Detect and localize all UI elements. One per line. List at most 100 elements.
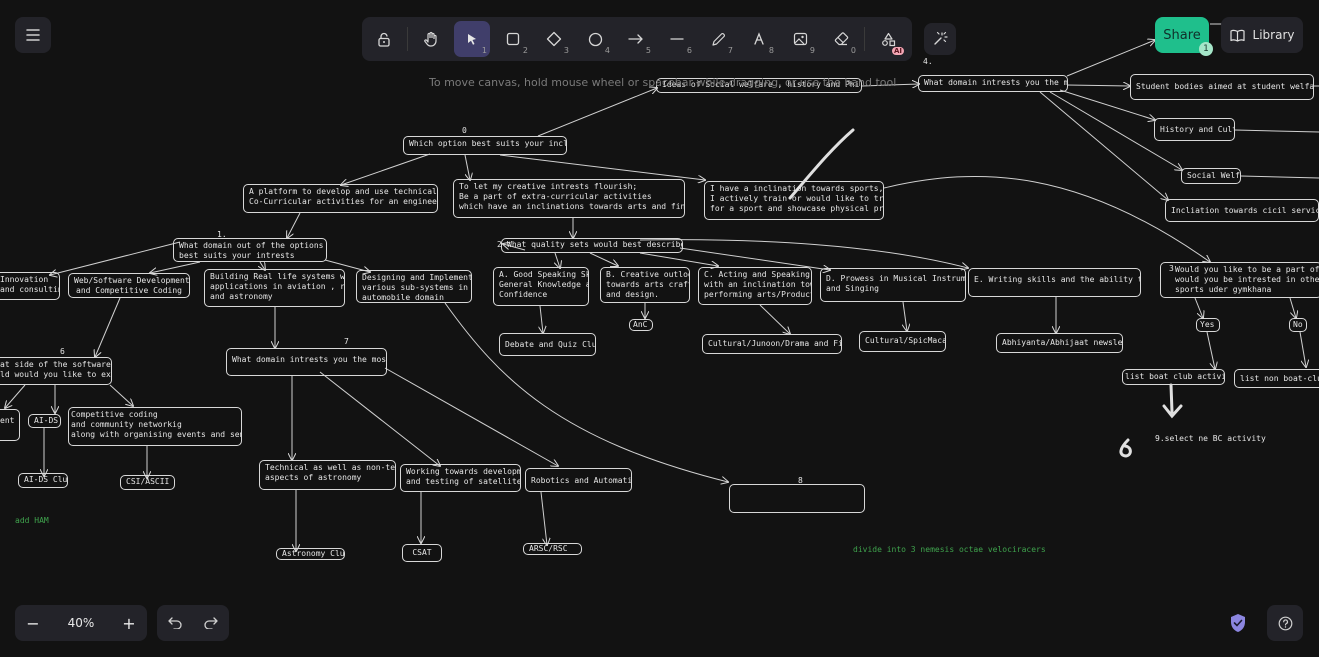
- node-root-question[interactable]: Which option best suits your inclination…: [403, 136, 567, 155]
- tool-selection[interactable]: 1: [454, 21, 490, 57]
- tool-ellipse[interactable]: 4: [577, 21, 613, 57]
- connector[interactable]: [1066, 40, 1155, 77]
- main-menu-button[interactable]: [15, 17, 51, 53]
- node-ai-ds-club[interactable]: AI-DS Club: [18, 473, 68, 488]
- connector[interactable]: [95, 297, 121, 357]
- node-no[interactable]: No: [1289, 318, 1307, 332]
- connector[interactable]: [1039, 91, 1168, 200]
- node-spicmacay[interactable]: Cultural/SpicMacay: [859, 331, 946, 352]
- connector[interactable]: [639, 239, 968, 268]
- connector[interactable]: [1059, 89, 1155, 120]
- node-non-boat-list[interactable]: list non boat-club a: [1234, 369, 1319, 388]
- node-innovation[interactable]: Innovation and consulting: [0, 272, 60, 300]
- node-csat[interactable]: CSAT: [402, 544, 442, 562]
- node-social-welfare[interactable]: Social Welfare: [1181, 168, 1241, 184]
- node-8-empty[interactable]: [729, 484, 865, 513]
- tool-image[interactable]: 9: [782, 21, 818, 57]
- freehand-arrow[interactable]: [1162, 383, 1183, 419]
- node-creative-outlook[interactable]: B. Creative outlook towards arts craft a…: [600, 267, 690, 303]
- connector[interactable]: [1194, 297, 1203, 318]
- node-domain-7[interactable]: What domain intrests you the most: [226, 348, 387, 376]
- node-social-welfare-ideas[interactable]: Ideas of Social welfare , history and Ph…: [656, 78, 862, 93]
- freehand-stroke[interactable]: [1119, 438, 1132, 458]
- laser-pointer-button[interactable]: [924, 23, 956, 55]
- node-civil-services[interactable]: Incliation towards cicil services: [1165, 199, 1319, 222]
- node-domain-4[interactable]: What domain intrests you the most: [918, 75, 1068, 92]
- connector[interactable]: [540, 491, 547, 545]
- connector[interactable]: [540, 305, 543, 333]
- connector[interactable]: [883, 175, 1210, 262]
- tool-diamond[interactable]: 3: [536, 21, 572, 57]
- node-cultural-drama[interactable]: Cultural/Junoon/Drama and Film: [702, 334, 842, 354]
- node-ent[interactable]: ent: [0, 409, 20, 441]
- connector[interactable]: [679, 247, 830, 270]
- node-boat-club-list[interactable]: list boat club activities: [1122, 369, 1225, 385]
- connector[interactable]: [1289, 297, 1296, 318]
- connector[interactable]: [341, 153, 431, 185]
- library-button[interactable]: Library: [1221, 17, 1303, 53]
- tool-line[interactable]: 6: [659, 21, 695, 57]
- node-csi-ascii[interactable]: CSI/ASCII: [120, 475, 175, 490]
- connector[interactable]: [444, 302, 728, 482]
- connector[interactable]: [260, 261, 265, 270]
- node-student-bodies[interactable]: Student bodies aimed at student welfare: [1130, 74, 1314, 100]
- node-web-software[interactable]: Web/Software Development and Competitive…: [68, 273, 190, 298]
- connector[interactable]: [759, 304, 790, 334]
- tool-hand[interactable]: [413, 21, 449, 57]
- node-astronomy-club[interactable]: Astronomy Club: [276, 548, 345, 560]
- node-arsc-rsc[interactable]: ARSC/RSC: [523, 543, 582, 555]
- tool-more-shapes[interactable]: AI: [870, 21, 906, 57]
- zoom-level[interactable]: 40%: [67, 616, 95, 630]
- node-history-culture[interactable]: History and Culture: [1154, 118, 1235, 141]
- node-real-life-systems[interactable]: Building Real life systems with applicat…: [204, 269, 345, 307]
- connector[interactable]: [537, 88, 657, 137]
- connector[interactable]: [1049, 91, 1182, 170]
- node-competitive-coding[interactable]: Competitive coding and community network…: [68, 407, 242, 446]
- connector[interactable]: [1066, 85, 1130, 86]
- undo-button[interactable]: [168, 614, 182, 633]
- node-anc[interactable]: AnC: [629, 319, 653, 331]
- connector[interactable]: [1206, 331, 1215, 369]
- node-automobile[interactable]: Designing and Implementing various sub-s…: [356, 270, 472, 303]
- node-robotics[interactable]: Robotics and Automation: [525, 468, 632, 492]
- note-divide[interactable]: divide into 3 nemesis octae velociracers: [853, 545, 1046, 554]
- note-add-ham[interactable]: add HAM: [15, 516, 49, 525]
- connector[interactable]: [319, 371, 440, 466]
- connector[interactable]: [1240, 175, 1319, 179]
- node-speaking[interactable]: A. Good Speaking Skills General Knowledg…: [493, 267, 589, 306]
- node-music[interactable]: D. Prowess in Musical Instruments and Si…: [820, 268, 966, 302]
- note-select-bc[interactable]: 9.select ne BC activity: [1155, 434, 1266, 443]
- node-technical[interactable]: A platform to develop and use technical …: [243, 184, 438, 213]
- node-ai-ds[interactable]: AI-DS: [28, 414, 61, 428]
- connector[interactable]: [903, 301, 907, 331]
- node-domain-1[interactable]: What domain out of the options given bes…: [173, 238, 327, 262]
- connector[interactable]: [1234, 129, 1319, 133]
- node-debate-quiz[interactable]: Debate and Quiz Club: [499, 333, 596, 356]
- node-quality-2[interactable]: What quality sets would best describe yo…: [501, 238, 683, 253]
- node-creative[interactable]: To let my creative intrests flourish; Be…: [453, 179, 685, 218]
- connector[interactable]: [50, 241, 181, 275]
- encryption-badge[interactable]: [1226, 610, 1250, 636]
- connector[interactable]: [503, 244, 526, 251]
- freehand-stroke[interactable]: [788, 128, 855, 200]
- tool-draw[interactable]: 7: [700, 21, 736, 57]
- redo-button[interactable]: [204, 614, 218, 633]
- help-button[interactable]: [1267, 605, 1303, 641]
- connector[interactable]: [5, 384, 26, 408]
- connector[interactable]: [287, 212, 301, 238]
- node-abhiyanta[interactable]: Abhiyanta/Abhijaat newsletter: [996, 333, 1123, 353]
- node-software-side[interactable]: at side of the software ld would you lik…: [0, 357, 112, 385]
- tool-eraser[interactable]: 0: [823, 21, 859, 57]
- node-astronomy-aspects[interactable]: Technical as well as non-technical aspec…: [259, 460, 396, 490]
- connector[interactable]: [639, 252, 718, 266]
- node-writing[interactable]: E. Writing skills and the ability to exp…: [968, 268, 1141, 297]
- connector[interactable]: [150, 261, 201, 273]
- connector[interactable]: [499, 154, 705, 180]
- connector[interactable]: [464, 154, 470, 180]
- zoom-in-button[interactable]: +: [122, 613, 136, 633]
- connector[interactable]: [109, 384, 133, 406]
- tool-text[interactable]: 8: [741, 21, 777, 57]
- node-yes[interactable]: Yes: [1196, 318, 1220, 332]
- tool-arrow[interactable]: 5: [618, 21, 654, 57]
